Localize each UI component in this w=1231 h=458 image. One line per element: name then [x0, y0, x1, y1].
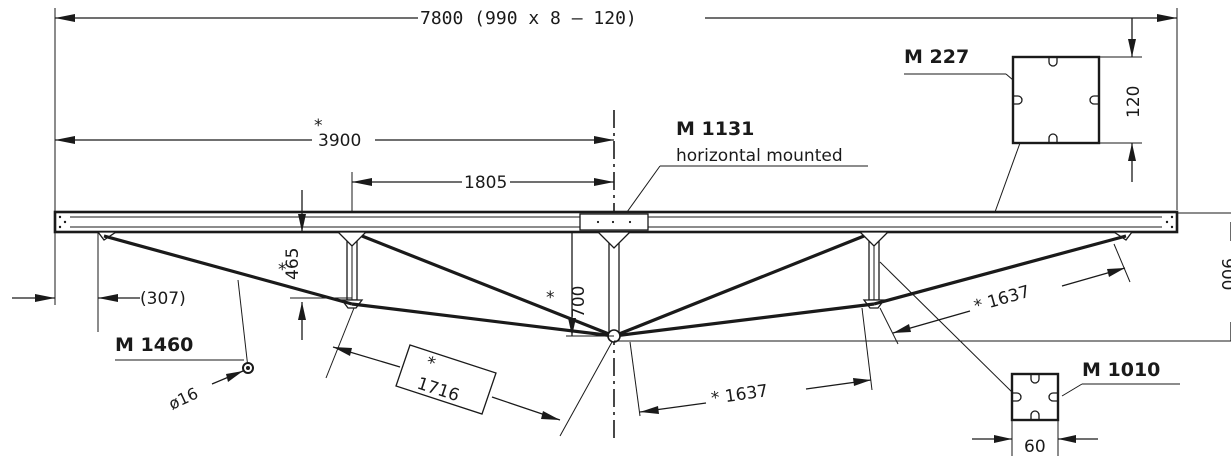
overall-length-label: 7800 (990 x 8 – 120) [420, 8, 637, 29]
half-span-dimension: * 3900 [55, 116, 614, 151]
diag-center-right-label: * 1637 [710, 381, 769, 409]
center-post [596, 231, 632, 333]
top-chord-beam [53, 210, 1179, 234]
m1131-callout: M 1131 horizontal mounted [621, 118, 868, 220]
m1010-size-label: 60 [1024, 437, 1046, 457]
diag-left-dimension: * 1716 [325, 307, 613, 437]
m1010-label: M 1010 [1082, 359, 1160, 381]
right-post [858, 231, 890, 309]
truss-depth-star: * [546, 288, 555, 308]
rod-diameter-label: ø16 [166, 384, 201, 414]
left-post [336, 231, 368, 309]
m227-size-label: 120 [1124, 86, 1144, 118]
end-offset-label: (307) [140, 289, 186, 309]
m227-profile-detail: M 227 120 [904, 18, 1144, 213]
diag-outer-right-label: * 1637 [972, 282, 1032, 317]
m1460-label: M 1460 [115, 334, 193, 356]
post-spacing-dimension: 1805 [351, 172, 614, 215]
m1131-note: horizontal mounted [676, 146, 843, 166]
m1131-label: M 1131 [676, 118, 754, 140]
truss-depth-dimension: 700 * [546, 232, 589, 336]
end-offset-dimension: (307) [12, 232, 186, 332]
truss-depth-label: 700 [569, 286, 589, 318]
diag-outer-right-dimension: * 1637 [879, 243, 1131, 345]
bar-depth-label: 465 [283, 248, 303, 280]
diag-center-right-dimension: * 1637 [629, 307, 873, 417]
post-spacing-label: 1805 [464, 173, 507, 193]
m227-label: M 227 [904, 46, 969, 68]
half-span-label: 3900 [318, 131, 361, 151]
right-height-dimension: 900 [1217, 222, 1231, 341]
bar-depth-star: * [278, 260, 287, 280]
bar-depth-dimension: 465 * [278, 190, 352, 340]
half-span-star: * [314, 116, 323, 136]
overall-length-dimension: 7800 (990 x 8 – 120) [54, 8, 1178, 305]
m1010-profile-detail: M 1010 60 [879, 261, 1180, 457]
right-height-label: 900 [1217, 258, 1231, 290]
